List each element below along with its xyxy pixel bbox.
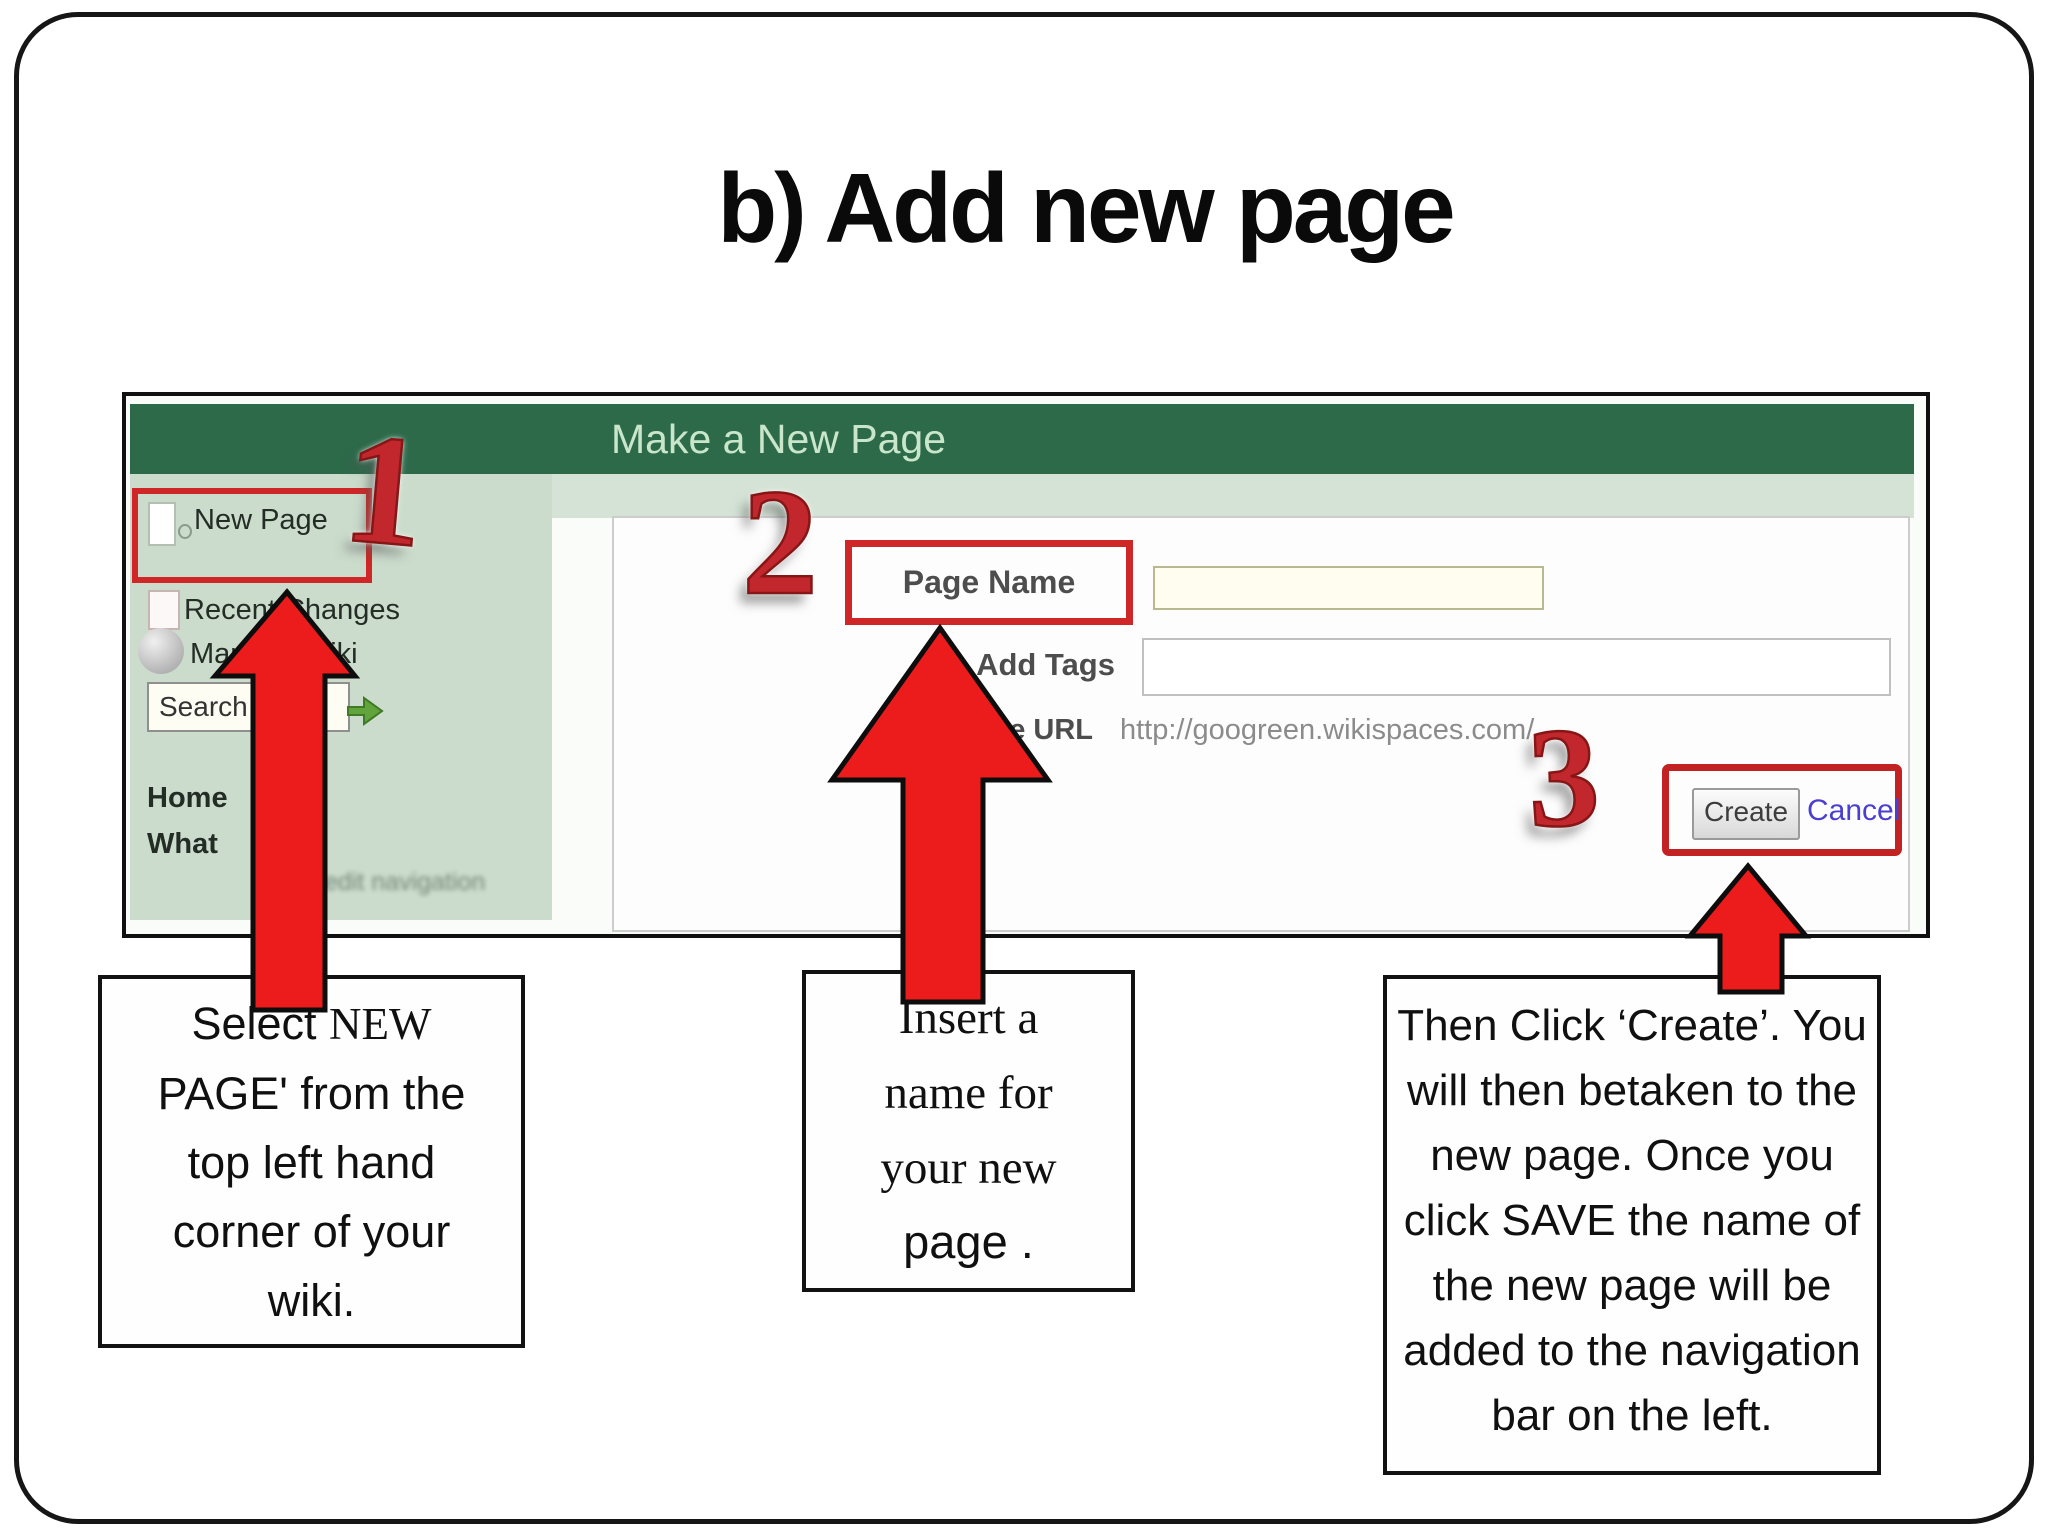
bullet-icon [178, 524, 192, 539]
page-url-label: Page URL [956, 714, 1093, 746]
page-icon [148, 502, 176, 546]
add-tags-input[interactable] [1142, 638, 1891, 696]
annotation-box-page-name: Page Name [845, 540, 1133, 625]
wiki-header-bar [130, 404, 1914, 474]
wiki-header-title: Make a New Page [611, 416, 947, 462]
step-number-1: 1 [336, 399, 432, 583]
sidebar-item-what[interactable]: What [147, 828, 218, 860]
page-url-value: http://googreen.wikispaces.com/ [1120, 714, 1535, 746]
step-number-3: 3 [1524, 696, 1603, 859]
sidebar-item-manage-wiki[interactable]: Manage Wiki [190, 638, 358, 670]
sidebar-item-home[interactable]: Home [147, 782, 228, 814]
annotation-box-create [1662, 764, 1902, 856]
search-input[interactable] [147, 682, 350, 732]
step-number-2: 2 [741, 458, 820, 626]
create-button[interactable]: Create [1692, 788, 1800, 840]
page-name-input[interactable] [1153, 566, 1544, 610]
cancel-link[interactable]: Cancel [1807, 794, 1901, 827]
search-go-icon[interactable] [345, 694, 385, 728]
sidebar-item-new-page[interactable]: New Page [194, 504, 328, 536]
sidebar-item-recent-changes[interactable]: Recent Changes [184, 594, 401, 626]
sidebar-edit-navigation-link[interactable]: edit navigation [324, 868, 486, 896]
recent-changes-icon [148, 590, 180, 630]
slide-border [14, 12, 2034, 1524]
slide-title: b) Add new page [717, 153, 1455, 263]
page-name-label: Page Name [902, 564, 1076, 600]
manage-wiki-icon [138, 628, 184, 674]
annotation-box-new-page [132, 488, 372, 583]
add-tags-label: Add Tags [976, 647, 1115, 682]
